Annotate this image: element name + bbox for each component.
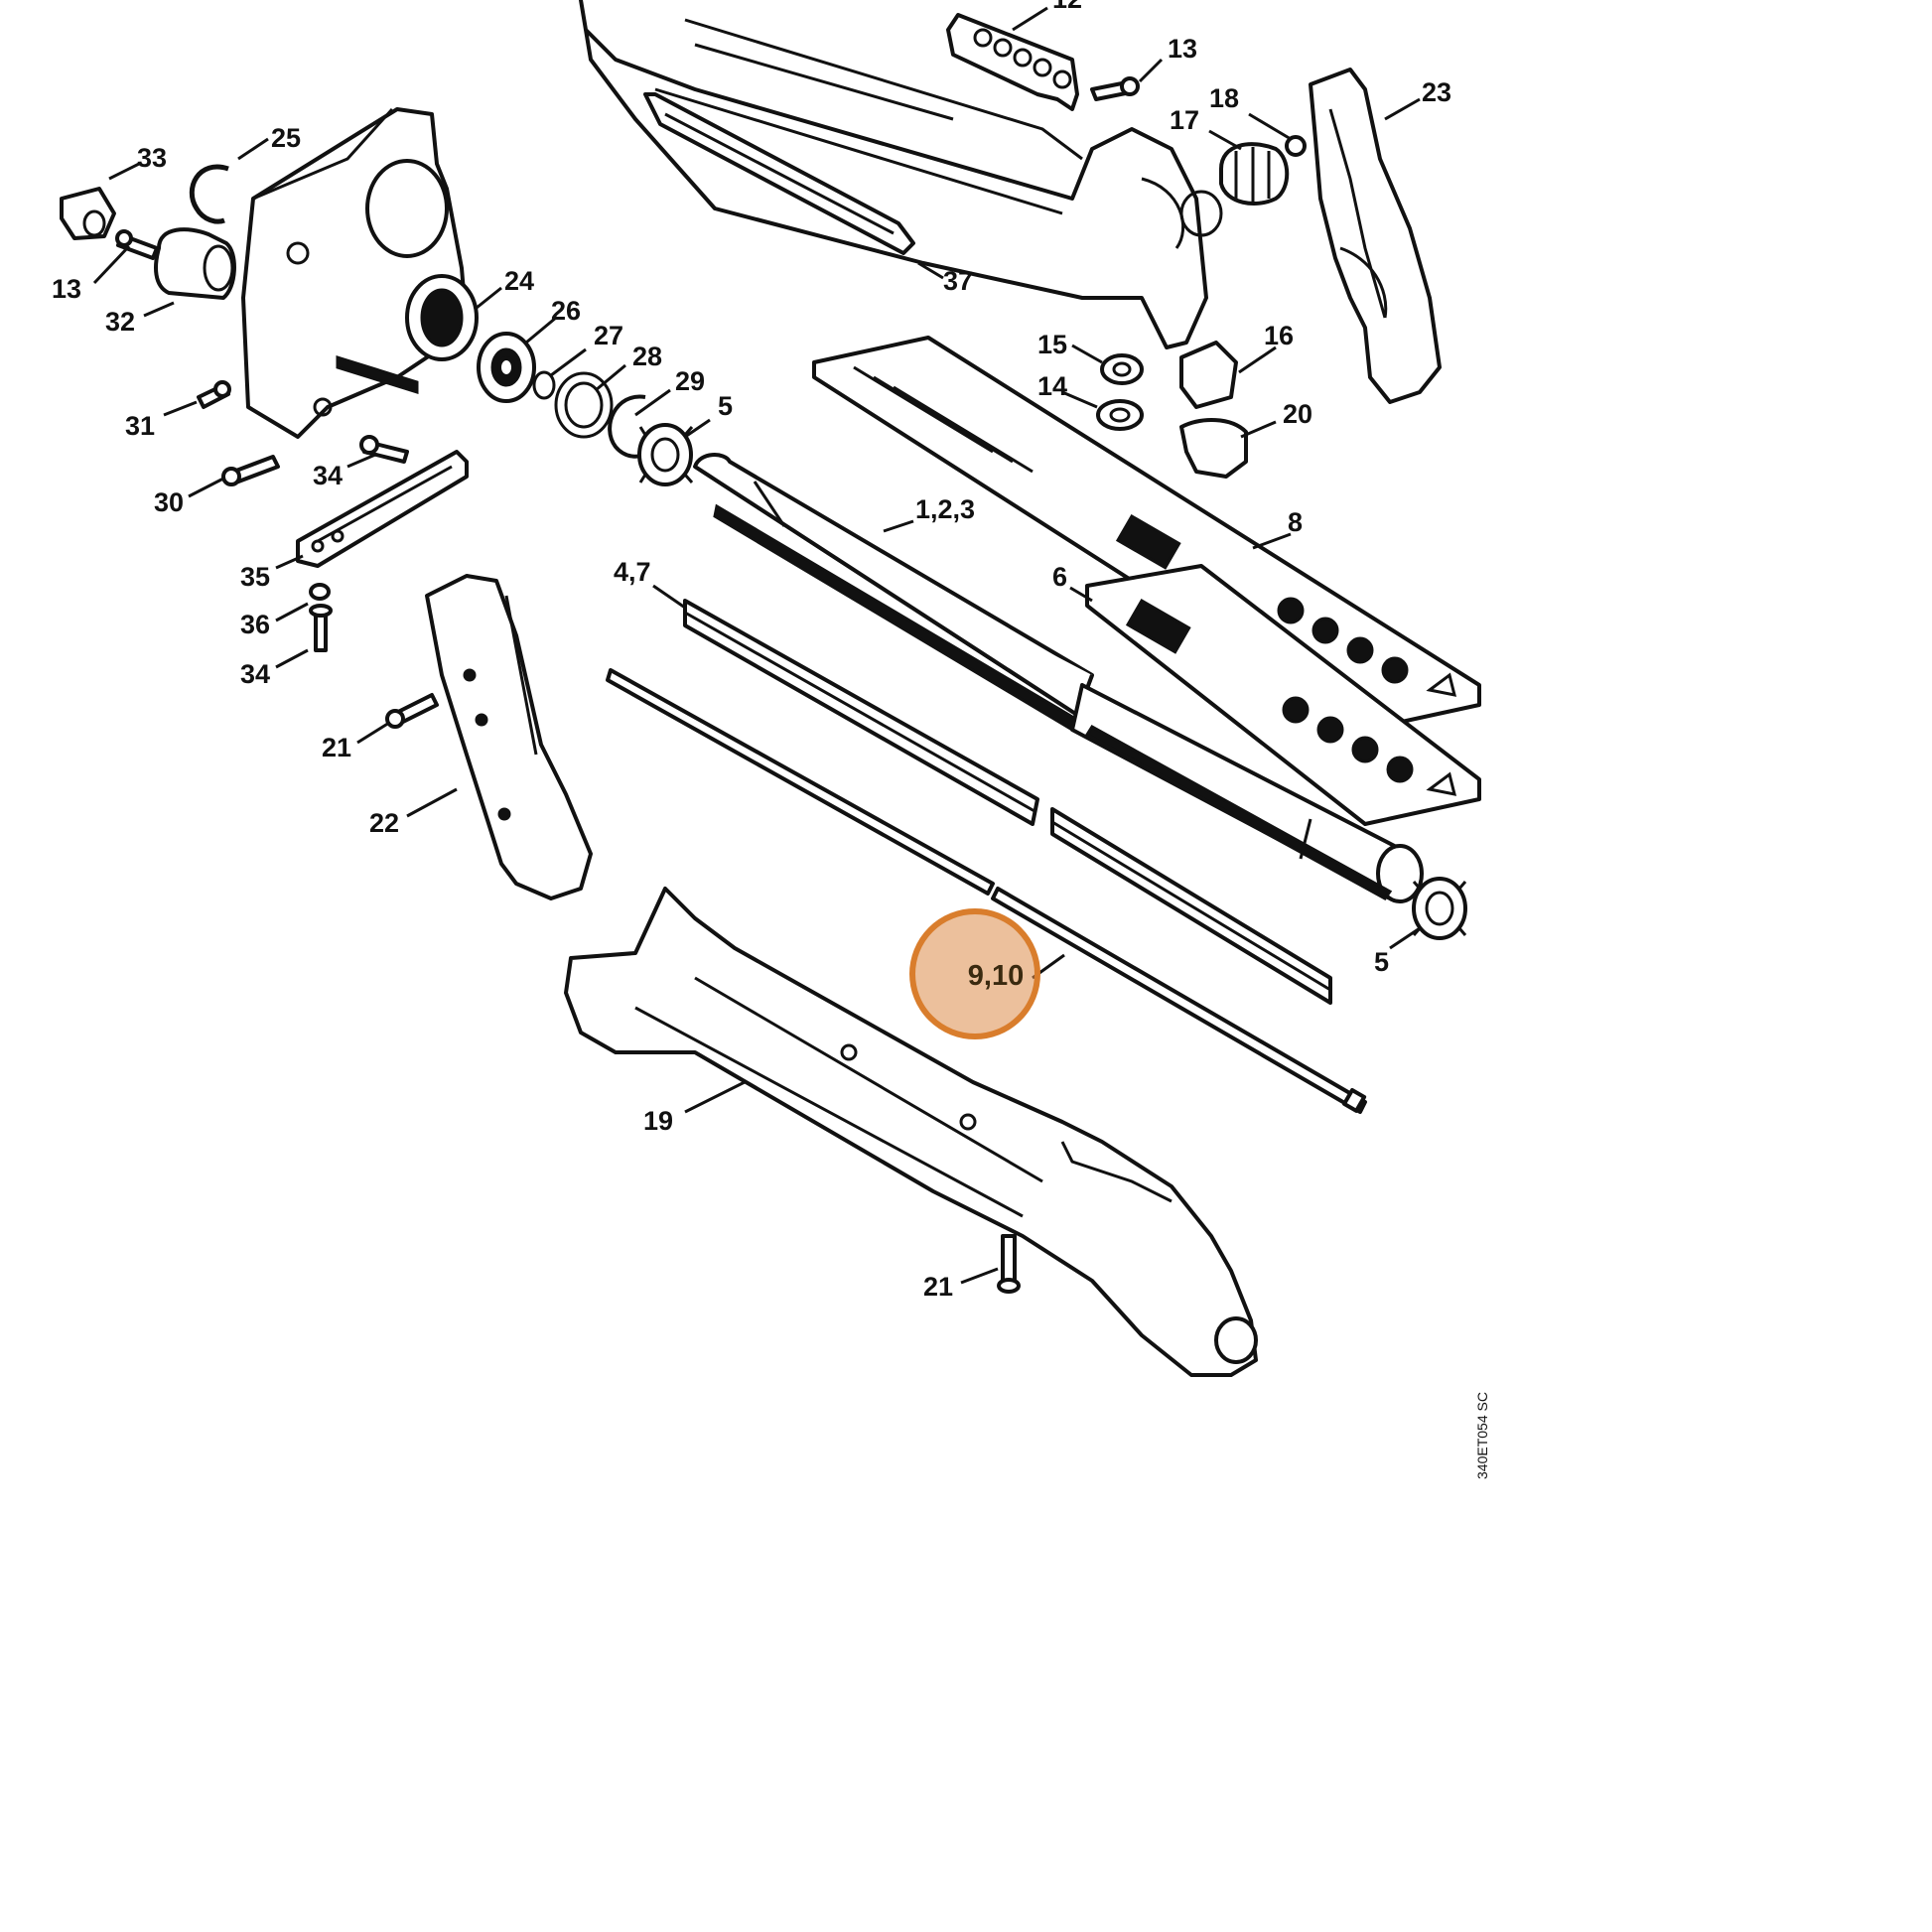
callout-34-upper[interactable]: 34 xyxy=(313,461,343,490)
callout-30[interactable]: 30 xyxy=(154,487,184,517)
warning-label-part xyxy=(812,336,1481,732)
highlight-label: 9,10 xyxy=(968,960,1024,992)
callout-23[interactable]: 23 xyxy=(1422,77,1451,107)
callout-12[interactable]: 12 xyxy=(1052,0,1082,14)
drive-tube-part xyxy=(693,453,1424,903)
lower-housing-part xyxy=(564,887,1258,1377)
screw-part xyxy=(359,435,409,464)
callout-21-bottom[interactable]: 21 xyxy=(923,1272,953,1302)
callout-13-left[interactable]: 13 xyxy=(52,274,81,304)
highlight-marker[interactable]: 9,10 xyxy=(909,908,1040,1039)
callout-25[interactable]: 25 xyxy=(271,123,301,153)
damper-part xyxy=(1179,341,1238,409)
callout-labels: 12 13 18 17 23 33 25 13 32 24 26 27 28 2… xyxy=(52,0,1451,1302)
callout-31[interactable]: 31 xyxy=(125,411,155,441)
screw-part xyxy=(385,693,439,729)
drive-shaft-part xyxy=(606,668,1367,1114)
callout-16[interactable]: 16 xyxy=(1264,321,1294,350)
nut-part xyxy=(1100,353,1144,385)
upper-housing-part xyxy=(579,0,1223,349)
callout-6[interactable]: 6 xyxy=(1052,562,1067,592)
callout-20[interactable]: 20 xyxy=(1283,399,1312,429)
callout-21-left[interactable]: 21 xyxy=(322,733,351,762)
tube-nut-part xyxy=(1412,877,1467,940)
callout-36[interactable]: 36 xyxy=(240,610,270,639)
callout-19[interactable]: 19 xyxy=(643,1106,673,1136)
callout-29[interactable]: 29 xyxy=(675,366,705,396)
screw-part xyxy=(309,604,333,652)
engine-housing-part xyxy=(241,107,479,439)
circlip-part xyxy=(532,370,556,400)
callout-15[interactable]: 15 xyxy=(1037,330,1067,359)
callout-5-top[interactable]: 5 xyxy=(718,391,733,421)
warning-label-part xyxy=(1085,564,1481,826)
rubber-buffer-part xyxy=(154,227,236,300)
callout-33[interactable]: 33 xyxy=(137,143,167,173)
callout-13-top[interactable]: 13 xyxy=(1168,34,1197,64)
screw-part xyxy=(1090,76,1140,101)
handle-cover-part xyxy=(1309,68,1442,404)
washer-part xyxy=(554,371,614,439)
callout-5-right[interactable]: 5 xyxy=(1374,947,1389,977)
damper-part xyxy=(1179,418,1248,479)
small-screw-part xyxy=(115,229,159,260)
callout-28[interactable]: 28 xyxy=(632,342,662,371)
callout-14[interactable]: 14 xyxy=(1037,371,1067,401)
callout-8[interactable]: 8 xyxy=(1288,507,1303,537)
clamp-part xyxy=(296,450,469,568)
mounting-plate-part xyxy=(946,13,1079,111)
lock-washer-part xyxy=(1096,399,1144,431)
ball-bearing-part xyxy=(477,332,536,403)
callout-17[interactable]: 17 xyxy=(1170,105,1199,135)
callout-18[interactable]: 18 xyxy=(1209,83,1239,113)
screw-part xyxy=(997,1234,1021,1294)
callout-24[interactable]: 24 xyxy=(504,266,534,296)
callout-27[interactable]: 27 xyxy=(594,321,623,350)
callout-32[interactable]: 32 xyxy=(105,307,135,337)
screw-part xyxy=(197,380,231,409)
snap-ring-part xyxy=(189,164,229,224)
screw-part xyxy=(221,455,280,486)
slide-rail-part xyxy=(643,92,915,255)
callout-34-lower[interactable]: 34 xyxy=(240,659,270,689)
washer-part xyxy=(309,583,331,601)
spacer-part xyxy=(60,187,116,240)
callout-22[interactable]: 22 xyxy=(369,808,399,838)
leader-lines xyxy=(92,6,1421,1285)
callout-4-7[interactable]: 4,7 xyxy=(614,557,651,587)
buffer-part xyxy=(1219,135,1307,206)
callout-37[interactable]: 37 xyxy=(943,266,973,296)
handle-part xyxy=(425,574,593,900)
tube-nut-part xyxy=(637,423,694,486)
callout-26[interactable]: 26 xyxy=(551,296,581,326)
callout-35[interactable]: 35 xyxy=(240,562,270,592)
drawing-code: 340ET054 SC xyxy=(1474,1392,1490,1479)
liner-part xyxy=(683,599,1332,1005)
callout-1-2-3[interactable]: 1,2,3 xyxy=(915,494,975,524)
